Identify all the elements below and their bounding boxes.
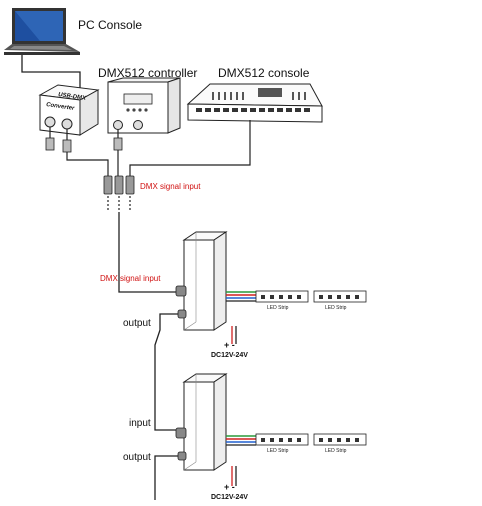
led-strip-1b bbox=[313, 290, 367, 303]
dmx512-console bbox=[186, 83, 323, 123]
output-1-label: output bbox=[123, 318, 151, 329]
polarity-2-label: + - bbox=[224, 482, 235, 492]
dmx-main-line bbox=[118, 212, 176, 293]
led-strip-label-2a: LED Strip bbox=[267, 448, 289, 454]
daisy-chain-line bbox=[154, 313, 178, 431]
led-strip-1a bbox=[255, 290, 309, 303]
output-2-label: output bbox=[123, 452, 151, 463]
pc-console-label: PC Console bbox=[78, 18, 143, 32]
usb-dmx-converter bbox=[38, 84, 100, 136]
laptop-icon bbox=[4, 8, 80, 55]
dmx-signal-input-top-label: DMX signal input bbox=[140, 182, 201, 191]
converter-cable-2 bbox=[66, 129, 109, 178]
dmx-decoder-2 bbox=[175, 373, 228, 471]
xlr-connector-group bbox=[103, 175, 135, 212]
rgb-wires-1 bbox=[226, 291, 256, 302]
power-1-label: DC12V-24V bbox=[211, 352, 248, 359]
dmx-controller-label: DMX512 controller bbox=[98, 66, 198, 80]
led-strip-label-1b: LED Strip bbox=[325, 305, 347, 311]
dmx512-controller bbox=[107, 77, 181, 134]
input-2-label: input bbox=[129, 418, 151, 429]
polarity-1-label: + - bbox=[224, 340, 235, 350]
rgb-wires-2 bbox=[226, 435, 256, 446]
led-strip-label-2b: LED Strip bbox=[325, 448, 347, 454]
console-keys bbox=[196, 108, 310, 112]
usb-cable bbox=[21, 55, 81, 90]
output-line-2 bbox=[154, 455, 178, 500]
led-strip-2b bbox=[313, 433, 367, 446]
console-cable bbox=[129, 120, 251, 178]
dmx-console-label: DMX512 console bbox=[218, 66, 310, 80]
console-faders bbox=[212, 92, 306, 100]
dmx-signal-input-mid-label: DMX signal input bbox=[100, 274, 161, 283]
xlr-plug-icons bbox=[45, 137, 123, 153]
power-2-label: DC12V-24V bbox=[211, 494, 248, 501]
led-strip-label-1a: LED Strip bbox=[267, 305, 289, 311]
led-strip-2a bbox=[255, 433, 309, 446]
dmx-decoder-1 bbox=[175, 231, 228, 331]
controller-buttons bbox=[126, 108, 148, 112]
